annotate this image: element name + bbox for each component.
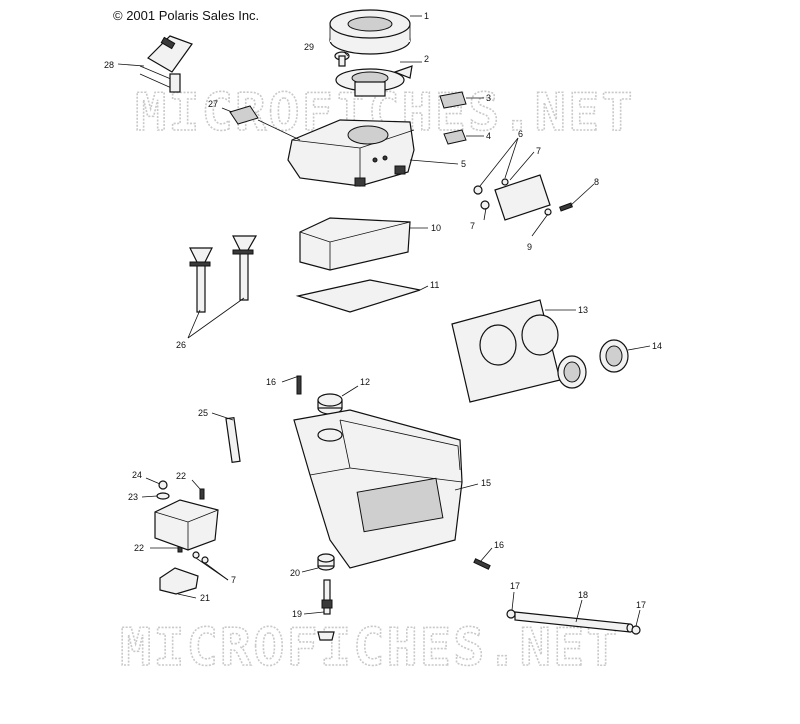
copyright-notice: © 2001 Polaris Sales Inc.	[113, 8, 260, 23]
leader-lines	[117, 15, 651, 627]
part-21-lower-bracket	[159, 567, 199, 595]
part-29-fastener	[334, 51, 350, 67]
part-28-mounting-bracket	[139, 35, 193, 93]
label-17-left: 17	[510, 581, 520, 591]
label-7-lower: 7	[231, 575, 236, 585]
part-11-gasket-plate	[295, 279, 421, 313]
part-19-sensor	[317, 579, 335, 641]
label-6: 6	[518, 129, 523, 139]
part-4-decal	[443, 129, 467, 145]
label-22-lower: 22	[134, 543, 144, 553]
label-22-upper: 22	[176, 471, 186, 481]
label-28: 28	[104, 60, 114, 70]
label-20: 20	[290, 568, 300, 578]
part-7-clip-right	[201, 556, 209, 564]
part-16-bolt-top	[296, 375, 302, 395]
part-7-clip-left	[192, 551, 200, 559]
part-3-decal	[439, 91, 467, 109]
part-12-filler-cap	[317, 393, 343, 415]
label-16-lower: 16	[494, 540, 504, 550]
label-26: 26	[176, 340, 186, 350]
part-13-frame-gasket	[451, 299, 561, 403]
label-19: 19	[292, 609, 302, 619]
label-29: 29	[304, 42, 314, 52]
part-25-strap	[225, 416, 241, 464]
part-15-airbox-base	[293, 409, 463, 569]
part-16-bolt-bottom	[473, 558, 491, 570]
label-10: 10	[431, 223, 441, 233]
label-21: 21	[200, 593, 210, 603]
label-25: 25	[198, 408, 208, 418]
label-5: 5	[461, 159, 466, 169]
part-22-screw-top	[199, 488, 205, 500]
label-4: 4	[486, 131, 491, 141]
label-3: 3	[486, 93, 491, 103]
label-9: 9	[527, 242, 532, 252]
label-2: 2	[424, 54, 429, 64]
label-17-right: 17	[636, 600, 646, 610]
part-2-intake-flange	[335, 65, 413, 97]
part-20-grommet	[317, 553, 335, 571]
label-23: 23	[128, 492, 138, 502]
label-27: 27	[208, 99, 218, 109]
label-11: 11	[430, 280, 439, 290]
part-26-intake-tubes	[189, 235, 258, 313]
label-1: 1	[424, 11, 429, 21]
label-7-upper: 7	[536, 146, 541, 156]
label-8: 8	[594, 177, 599, 187]
label-24: 24	[132, 470, 142, 480]
label-15: 15	[481, 478, 491, 488]
part-24-nut	[158, 480, 168, 490]
part-17-fitting-left	[506, 609, 516, 619]
part-10-air-filter	[299, 217, 411, 271]
part-14-coupler-rings	[557, 339, 629, 389]
watermark-bottom: MICROFICHES.NET	[120, 618, 620, 678]
part-17-fitting-right	[631, 625, 641, 635]
label-14: 14	[652, 341, 662, 351]
part-5-airbox-lid	[287, 119, 415, 187]
part-27-decal	[229, 105, 259, 125]
label-18: 18	[578, 590, 588, 600]
part-number-labels: 1 2 3 4 5 6 7 7 8 9 10 11 12 13 14 15 16…	[104, 11, 662, 619]
label-13: 13	[578, 305, 588, 315]
label-12: 12	[360, 377, 370, 387]
part-1-foam-ring	[329, 9, 411, 55]
part-23-washer	[156, 492, 170, 500]
label-7-middle: 7	[470, 221, 475, 231]
label-16-upper: 16	[266, 377, 276, 387]
control-module-box	[154, 499, 219, 551]
part-6-9-bracket-hardware	[473, 174, 573, 221]
